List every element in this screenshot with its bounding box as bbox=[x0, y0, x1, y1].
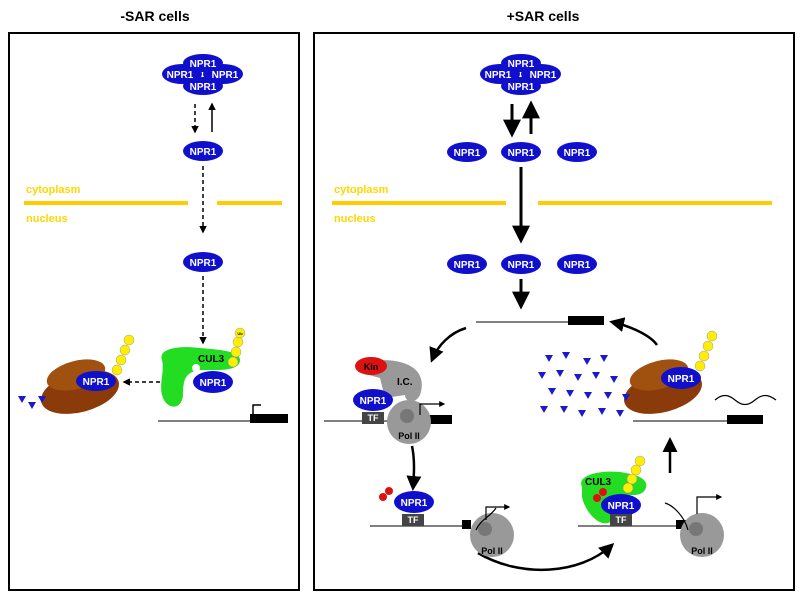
cycle-arrow bbox=[406, 445, 422, 491]
npr1-row-cytoplasm-right: NPR1 NPR1 NPR1 bbox=[447, 142, 597, 162]
transcript bbox=[664, 502, 689, 531]
tss-active-arrow bbox=[485, 504, 511, 520]
npr1-label: NPR1 bbox=[401, 498, 428, 509]
cycle-arrow bbox=[477, 542, 615, 572]
tss-inactive-marker bbox=[252, 404, 261, 414]
npr1-label: NPR1 bbox=[508, 148, 535, 159]
npr1-label: NPR1 bbox=[608, 501, 635, 512]
npr1-oligomer-left: NPR1 NPR1 NPR1 NPR1 bbox=[162, 54, 243, 95]
npr1-label: NPR1 bbox=[190, 59, 217, 70]
right-panel-frame bbox=[313, 32, 795, 591]
npr1-label: NPR1 bbox=[508, 260, 535, 271]
npr1-nuclear-left: NPR1 bbox=[183, 252, 223, 272]
npr1-label: NPR1 bbox=[454, 148, 481, 159]
npr1-label: NPR1 bbox=[508, 59, 535, 70]
npr1-label: NPR1 bbox=[668, 374, 695, 385]
pol2-label: Pol II bbox=[398, 431, 420, 441]
npr1-label: NPR1 bbox=[564, 260, 591, 271]
pol2-label: Pol II bbox=[481, 546, 503, 556]
degradation-fragments-right bbox=[538, 352, 630, 417]
npr1-label: NPR1 bbox=[190, 82, 217, 93]
ubiquitin-chain bbox=[694, 330, 718, 372]
gene-box-left bbox=[250, 414, 288, 423]
cul3-label: CUL3 bbox=[585, 477, 612, 488]
ubiquitin-chain bbox=[622, 455, 646, 494]
left-panel-frame bbox=[8, 32, 300, 591]
npr1-label: NPR1 bbox=[212, 70, 239, 81]
gene-box bbox=[418, 415, 452, 424]
tf-label: TF bbox=[408, 515, 419, 525]
npr1-monomer-left: NPR1 bbox=[183, 141, 223, 161]
npr1-label: NPR1 bbox=[190, 258, 217, 269]
cycle-arrow bbox=[429, 326, 467, 363]
phosphorylated-npr1-complex: NPR1 TF Pol II bbox=[370, 487, 514, 557]
left-panel-title: -SAR cells bbox=[120, 8, 189, 24]
nucleus-label: nucleus bbox=[334, 213, 376, 225]
proteasome-right: NPR1 bbox=[624, 330, 718, 414]
gene-box bbox=[568, 316, 604, 325]
tf-label: TF bbox=[616, 515, 627, 525]
npr1-label: NPR1 bbox=[454, 260, 481, 271]
cul3-label: CUL3 bbox=[198, 354, 225, 365]
npr1-oligomer-right: NPR1 NPR1 NPR1 NPR1 bbox=[480, 54, 561, 95]
npr1-label: NPR1 bbox=[360, 396, 387, 407]
cytoplasm-label: cytoplasm bbox=[334, 184, 389, 196]
kin-label: Kin bbox=[364, 362, 379, 372]
npr1-label: NPR1 bbox=[190, 147, 217, 158]
mrna-transcript bbox=[714, 394, 777, 406]
npr1-label: NPR1 bbox=[83, 377, 110, 388]
npr1-label: NPR1 bbox=[485, 70, 512, 81]
npr1-label: NPR1 bbox=[564, 148, 591, 159]
npr1-label: NPR1 bbox=[200, 378, 227, 389]
npr1-label: NPR1 bbox=[530, 70, 557, 81]
tss-active-arrow bbox=[696, 494, 723, 514]
cytoplasm-label: cytoplasm bbox=[26, 184, 81, 196]
gene-box bbox=[462, 520, 471, 529]
proteasome-left: NPR1 bbox=[18, 334, 135, 414]
transcription-initiation-complex: I.C. Kin NPR1 TF Pol II bbox=[324, 357, 452, 444]
tf-box bbox=[610, 514, 632, 526]
gene-box bbox=[727, 415, 763, 424]
npr1-label: NPR1 bbox=[508, 82, 535, 93]
tf-box bbox=[362, 412, 384, 424]
kinase bbox=[355, 357, 387, 375]
transcript bbox=[475, 507, 497, 531]
nucleus-label: nucleus bbox=[26, 213, 68, 225]
cul3-complex-right: CUL3 NPR1 TF Pol II bbox=[578, 455, 724, 557]
cycle-arrow bbox=[609, 317, 659, 346]
pol2-label: Pol II bbox=[691, 546, 713, 556]
npr1-row-nucleus-right: NPR1 NPR1 NPR1 bbox=[447, 254, 597, 274]
npr1-label: NPR1 bbox=[167, 70, 194, 81]
pol-ii bbox=[680, 513, 724, 557]
ubiquitin-chain bbox=[111, 334, 135, 376]
cul3-complex-left: CUL3 NPR1 Ub bbox=[161, 327, 246, 407]
ubiquitin-chain: Ub bbox=[227, 327, 246, 368]
right-panel-title: +SAR cells bbox=[507, 8, 580, 24]
tss-active-arrow bbox=[419, 401, 446, 415]
ub-label: Ub bbox=[237, 331, 243, 336]
tf-label: TF bbox=[368, 413, 379, 423]
ic-label: I.C. bbox=[397, 377, 413, 388]
tf-box bbox=[402, 514, 424, 526]
